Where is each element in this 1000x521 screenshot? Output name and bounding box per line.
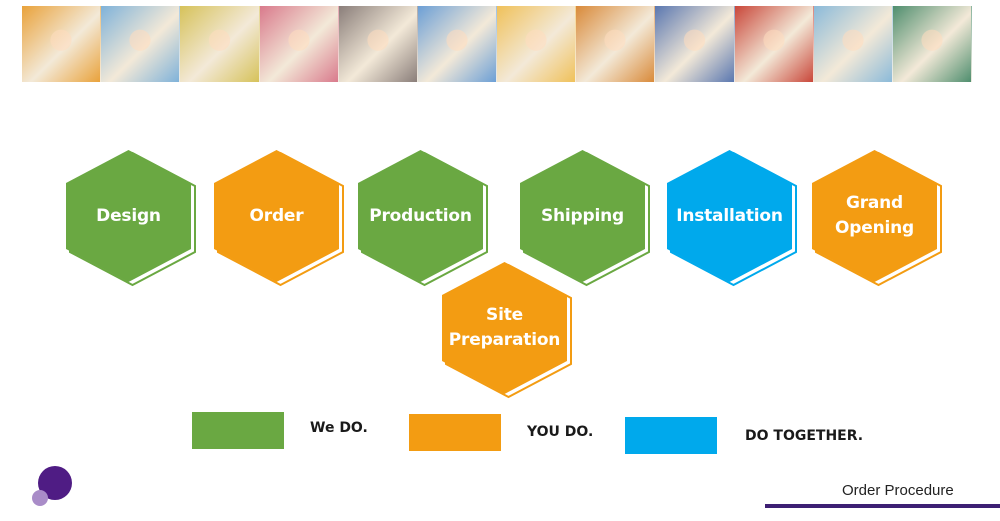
step-label: Site Preparation [448, 305, 561, 350]
play-photo-5 [338, 6, 418, 82]
step-label: Production [369, 205, 472, 226]
step-site-preparation: Site Preparation [442, 262, 572, 399]
hexagon-shape [667, 150, 797, 287]
step-label: Shipping [540, 205, 624, 226]
hexagon-fill [214, 150, 339, 282]
play-photo-4 [259, 6, 339, 82]
step-production: Production [358, 150, 488, 287]
step-order: Order [214, 150, 344, 287]
hexagon-fill [66, 150, 191, 282]
play-photo-1 [22, 6, 102, 82]
step-installation: Installation [667, 150, 797, 287]
play-photo-11 [813, 6, 893, 82]
play-photo-3 [180, 6, 260, 82]
hexagon-shape [66, 150, 196, 287]
legend-label: DO TOGETHER. [745, 428, 864, 444]
hexagon-fill [358, 150, 483, 282]
hexagon-fill [812, 150, 937, 282]
step-shipping: Shipping [520, 150, 650, 287]
step-grand-opening: Grand Opening [812, 150, 942, 287]
hexagon-shape [520, 150, 650, 287]
hexagon-fill [520, 150, 645, 282]
footer-underline [765, 504, 1000, 508]
legend-swatch-orange [409, 414, 501, 451]
hexagon-shape [442, 262, 572, 399]
hexagon-shape [812, 150, 942, 287]
play-photo-6 [417, 6, 498, 82]
hexagon-fill [442, 262, 567, 394]
hexagon-fill [667, 150, 792, 282]
step-label: Order [249, 205, 304, 226]
play-photo-12 [892, 6, 972, 82]
step-label: Design [96, 205, 161, 226]
step-label: Installation [676, 205, 783, 226]
legend-swatch-blue [625, 417, 717, 454]
play-photo-8 [576, 6, 656, 82]
step-label: Grand Opening [835, 193, 914, 238]
hexagon-shape [358, 150, 488, 287]
legend-swatch-green [192, 412, 284, 449]
play-photo-9 [655, 6, 735, 82]
step-design: Design [66, 150, 196, 287]
hexagon-shape [214, 150, 344, 287]
photo-banner [22, 6, 972, 82]
play-photo-7 [497, 6, 577, 82]
footer-title: Order Procedure [842, 482, 954, 499]
play-photo-2 [101, 6, 181, 82]
legend-label: We DO. [310, 420, 368, 436]
legend-label: YOU DO. [527, 424, 594, 440]
logo-dot-small [32, 490, 48, 506]
play-photo-10 [734, 6, 814, 82]
